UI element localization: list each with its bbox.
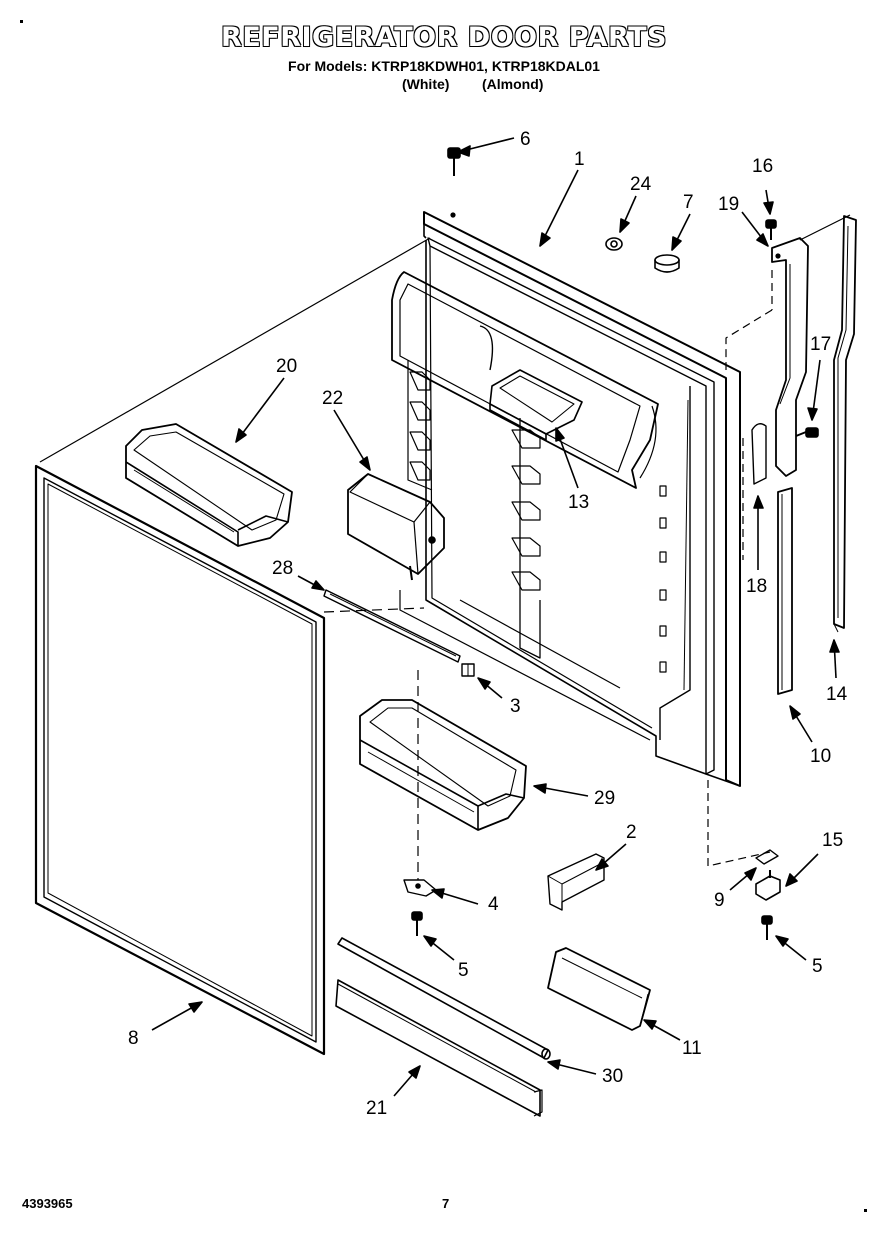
callout-18: 18 (746, 576, 767, 597)
assembly-guide-lines (39, 214, 851, 880)
callout-1: 1 (574, 149, 585, 170)
callout-11: 11 (682, 1038, 702, 1059)
door-gasket (34, 464, 326, 1056)
hinge-pin-plate (755, 849, 779, 865)
color-white: (White) (402, 76, 450, 92)
callout-22: 22 (322, 388, 343, 409)
callout-7: 7 (683, 192, 694, 213)
callout-21: 21 (366, 1098, 387, 1119)
door-trim-panel (335, 979, 543, 1117)
document-number: 4393965 (22, 1196, 73, 1211)
bottom-hinge (755, 870, 781, 901)
callout-labels: 6 1 24 7 16 19 17 20 22 13 18 28 3 14 10… (128, 129, 848, 1119)
handle-bracket-upper (771, 237, 809, 477)
callout-6: 6 (520, 129, 531, 150)
callout-29: 29 (594, 788, 615, 809)
page-title: REFRIGERATOR DOOR PARTS (221, 22, 667, 53)
callout-2: 2 (626, 822, 637, 843)
screw-handle (765, 219, 777, 240)
callout-5-right: 5 (812, 956, 823, 977)
plug-button (654, 254, 680, 273)
dairy-door (489, 369, 583, 441)
callout-17: 17 (810, 334, 831, 355)
trim-piece (547, 947, 651, 1031)
callout-19: 19 (718, 194, 739, 215)
color-almond: (Almond) (482, 76, 544, 92)
screw-top (447, 147, 461, 176)
handle-bracket-lower (777, 487, 793, 695)
egg-bin (347, 473, 445, 581)
callout-5-left: 5 (458, 960, 469, 981)
shim (547, 853, 605, 911)
door-liner (391, 211, 741, 787)
callout-15: 15 (822, 830, 843, 851)
screw-handle-side (795, 427, 819, 438)
callout-3: 3 (510, 696, 521, 717)
callout-13: 13 (568, 492, 589, 513)
screw-right (761, 915, 773, 940)
callout-28: 28 (272, 558, 293, 579)
handle-trim (751, 423, 767, 485)
door-trim-tube (337, 937, 551, 1060)
corner-mark-bottom-right (864, 1209, 867, 1212)
callout-leaders (151, 137, 840, 1097)
hole-plug (605, 237, 623, 251)
screw-left (411, 911, 423, 936)
callout-14: 14 (826, 684, 848, 705)
page-number: 7 (442, 1196, 450, 1211)
shelf-clip (461, 663, 475, 677)
door-bin-upper (125, 423, 293, 547)
hinge-bracket (403, 879, 437, 897)
callout-10: 10 (810, 746, 831, 767)
corner-mark-top-left (20, 20, 23, 23)
door-handle (833, 215, 857, 633)
callout-24: 24 (630, 174, 652, 195)
callout-16: 16 (752, 156, 773, 177)
callout-8: 8 (128, 1028, 139, 1049)
callout-4: 4 (488, 894, 499, 915)
callout-9: 9 (714, 890, 725, 911)
callout-20: 20 (276, 356, 297, 377)
models-line: For Models: KTRP18KDWH01, KTRP18KDAL01 (288, 58, 600, 74)
callout-30: 30 (602, 1066, 623, 1087)
door-bin-lower (359, 699, 527, 831)
shelf-rod (323, 589, 461, 663)
